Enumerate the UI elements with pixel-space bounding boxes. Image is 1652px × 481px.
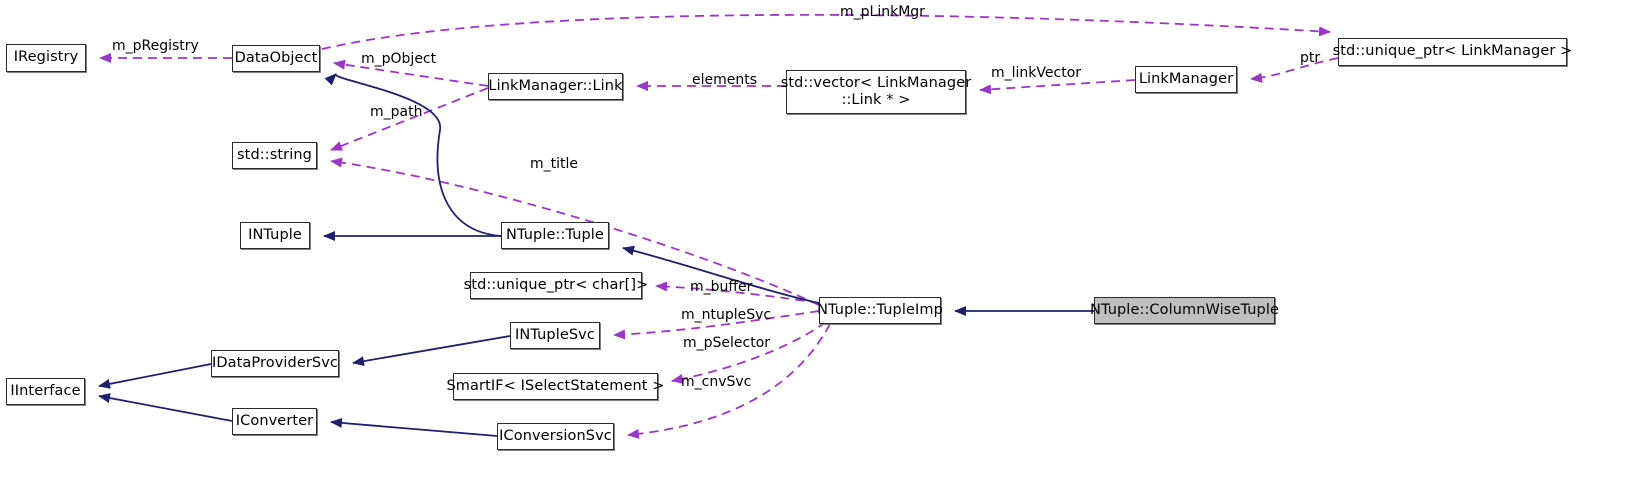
class-node-iregistry[interactable]: IRegistry (6, 44, 86, 72)
class-node-ntupletupleimp[interactable]: NTuple::TupleImp (817, 297, 943, 324)
edge-label-m_ntupleSvc: m_ntupleSvc (681, 307, 772, 323)
class-node-idataprovidersvc[interactable]: IDataProviderSvc (211, 350, 339, 377)
edge-label-elements: elements (692, 72, 758, 88)
class-node-uniqueptrchar[interactable]: std::unique_ptr< char[]> (464, 272, 648, 299)
edge-iinterface-idataprovidersvc (98, 363, 212, 389)
edge-ptr (1250, 57, 1339, 83)
edge-iinterface-iconverter (98, 393, 233, 422)
edge-label-m_pLinkMgr: m_pLinkMgr (840, 4, 925, 20)
edge-idataprovidersvc-intuplesvc (352, 335, 511, 367)
class-node-iconversionsvc[interactable]: IConversionSvc (497, 423, 614, 450)
class-node-vectorlink[interactable]: std::vector< LinkManager ::Link * > (781, 70, 971, 114)
class-node-stdstring[interactable]: std::string (232, 142, 317, 169)
class-node-uniqueptrlinkmgr[interactable]: std::unique_ptr< LinkManager > (1333, 38, 1572, 66)
edge-label-m_pSelector: m_pSelector (683, 335, 771, 351)
edge-label-m_title: m_title (530, 156, 579, 172)
edge-label-m_linkVector: m_linkVector (991, 65, 1082, 81)
edge-iconverter-iconversionsvc (330, 417, 498, 437)
class-node-linkmanagerlink[interactable]: LinkManager::Link (488, 73, 623, 100)
edge-m_linkVector (979, 79, 1136, 95)
edge-m_pLinkMgr (321, 13, 1331, 50)
class-node-smartifselect[interactable]: SmartIF< ISelectStatement > (447, 373, 664, 400)
class-node-linkmanager[interactable]: LinkManager (1135, 66, 1237, 93)
edge-label-m_cnvSvc: m_cnvSvc (681, 374, 752, 390)
class-node-columnwisetuple[interactable]: NTuple::ColumnWiseTuple (1090, 297, 1279, 324)
edge-label-ptr: ptr (1300, 50, 1321, 66)
class-node-dataobject[interactable]: DataObject (232, 45, 320, 72)
edge-label-m_path: m_path (370, 104, 423, 120)
edge-m_pSelector (671, 321, 827, 384)
class-node-intuplesvc[interactable]: INTupleSvc (510, 322, 600, 349)
class-node-iconverter[interactable]: IConverter (232, 408, 317, 435)
edge-label-m_pObject: m_pObject (361, 51, 437, 67)
class-node-iinterface[interactable]: IInterface (6, 378, 85, 405)
edge-label-m_buffer: m_buffer (690, 279, 753, 295)
class-node-intuple[interactable]: INTuple (240, 222, 310, 249)
edge-dataobject-ntupletuple (324, 73, 502, 237)
class-node-ntupletuple[interactable]: NTuple::Tuple (501, 222, 609, 249)
edge-label-m_pRegistry: m_pRegistry (112, 38, 199, 54)
